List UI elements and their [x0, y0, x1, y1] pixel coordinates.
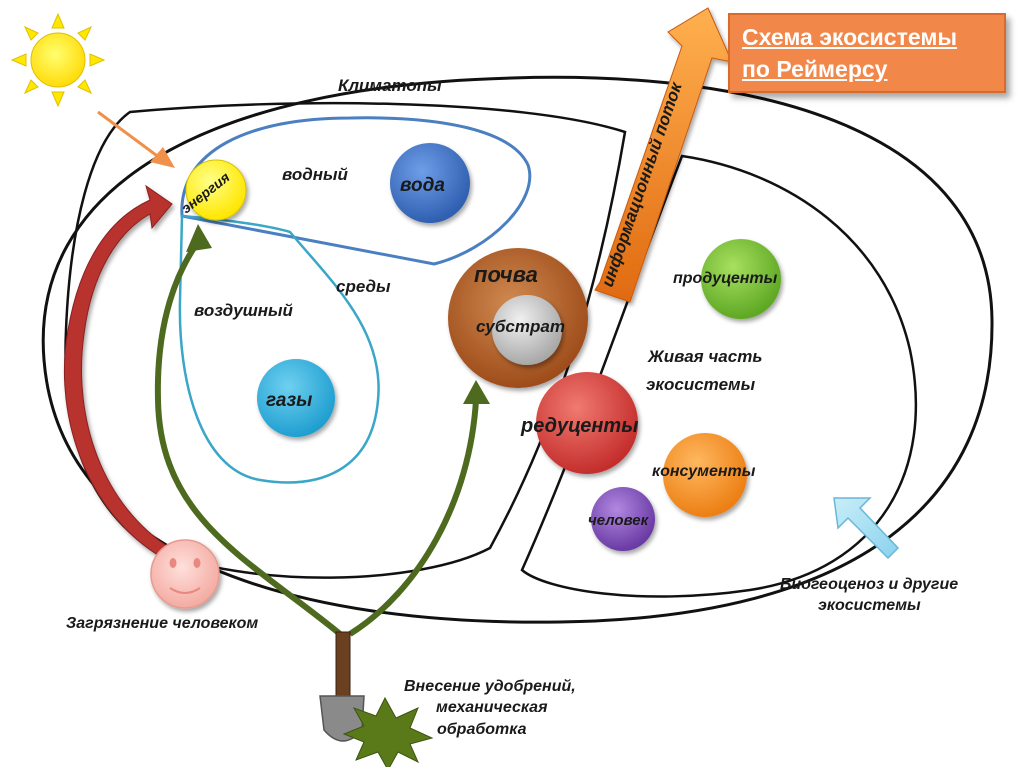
fertilizer-label-2: механическая [436, 699, 548, 716]
other-ecosystems-arrow [833, 497, 900, 560]
air-env-label: воздушный [194, 301, 294, 320]
water-label: вода [400, 175, 445, 196]
air-habitat-outline [178, 214, 380, 484]
living-part-label-2: экосистемы [646, 375, 756, 394]
title-line-2: по Реймерсу [742, 56, 888, 82]
human-ball [591, 487, 655, 551]
arrowhead-air [186, 224, 212, 252]
pollution-arrow [64, 184, 173, 563]
biogeocenosis-label-1: Биогеоценоз и другие [780, 576, 958, 593]
water-habitat-outline [180, 116, 532, 266]
substrate-ball [492, 295, 562, 365]
consumers-ball [663, 433, 747, 517]
shovel-icon [319, 631, 365, 742]
fertilizer-label-3: обработка [437, 721, 527, 738]
arrowhead-soil [463, 380, 490, 404]
climatopes-label: Климатопы [338, 76, 442, 95]
producers-label: продуценты [673, 270, 778, 287]
fertilizer-label-1: Внесение удобрений, [404, 678, 576, 695]
producers-ball [701, 239, 781, 319]
soil-label: почва [474, 262, 538, 287]
biogeocenosis-label-2: экосистемы [818, 597, 921, 614]
water-ball [390, 143, 470, 223]
fertilizer-burst-icon [342, 696, 434, 767]
reducers-ball [536, 372, 638, 474]
outer-ecosystem-outline [41, 75, 994, 624]
reducers-label: редуценты [520, 415, 638, 437]
gas-ball [257, 359, 335, 437]
abiotic-region-outline [64, 101, 627, 579]
sunlight-arrow [97, 110, 175, 168]
sun-icon [10, 12, 106, 108]
substrate-label: субстрат [476, 317, 565, 336]
pollution-label: Загрязнение человеком [66, 615, 258, 632]
human-label: человек [588, 512, 650, 529]
information-flow-arrow [594, 7, 733, 303]
cultivation-arrows [154, 240, 479, 637]
gases-label: газы [266, 390, 312, 411]
human-pollution-face-icon [150, 539, 220, 609]
diagram-title-box: Схема экосистемы по Реймерсу [728, 13, 1006, 93]
title-line-1: Схема экосистемы [742, 24, 957, 50]
living-part-label-1: Живая часть [647, 347, 762, 366]
consumers-label: консументы [652, 463, 756, 480]
water-env-label: водный [282, 165, 349, 184]
environments-label: среды [336, 277, 391, 296]
energy-ball [185, 159, 247, 221]
